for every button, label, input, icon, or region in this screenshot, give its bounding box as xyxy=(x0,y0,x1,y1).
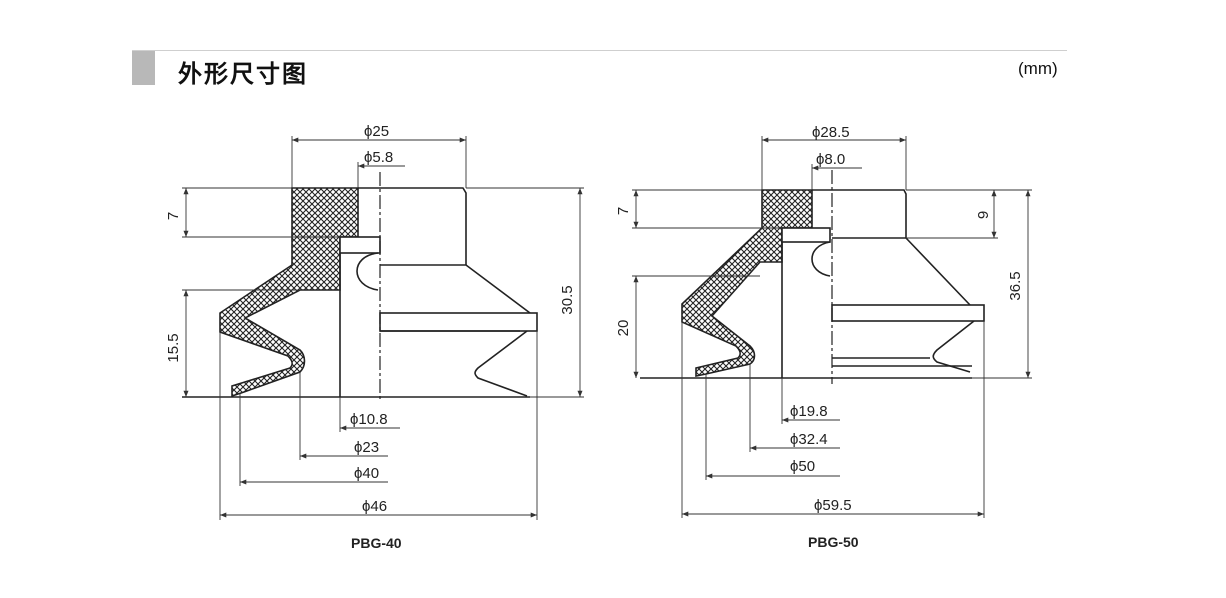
pbg50-caption: PBG-50 xyxy=(808,534,859,550)
pbg40-top-cylinder xyxy=(380,187,467,265)
pbg50-label-d19_8: ϕ19.8 xyxy=(790,403,828,420)
pbg40-upper-cone xyxy=(380,264,531,314)
pbg50-label-h20: 20 xyxy=(615,320,632,337)
pbg50-top-cylinder xyxy=(832,189,907,238)
pbg40-label-h15_5: 15.5 xyxy=(165,333,182,362)
unit-label: (mm) xyxy=(1018,59,1058,78)
pbg40-label-d40: ϕ40 xyxy=(354,465,379,482)
pbg50-label-d28_5: ϕ28.5 xyxy=(812,124,850,141)
pbg40-rubber-section xyxy=(219,187,359,398)
pbg50-label-d32_4: ϕ32.4 xyxy=(790,431,828,448)
pbg40-lower-bellow xyxy=(474,330,528,397)
pbg40-label-d46: ϕ46 xyxy=(362,498,387,515)
pbg50-label-h7: 7 xyxy=(615,207,632,215)
pbg50-drawing: ϕ28.5 ϕ8.0 7 20 9 36.5 ϕ19.8 ϕ32.4 xyxy=(615,124,1032,550)
pbg40-label-d10_8: ϕ10.8 xyxy=(350,411,388,428)
pbg50-label-d59_5: ϕ59.5 xyxy=(814,497,852,514)
pbg40-label-d23: ϕ23 xyxy=(354,439,379,456)
pbg40-caption: PBG-40 xyxy=(351,535,402,551)
pbg40-inner-curve xyxy=(356,252,379,291)
pbg40-drawing: ϕ25 ϕ5.8 7 15.5 30.5 ϕ10.8 ϕ23 ϕ40 ϕ46 P xyxy=(165,123,584,551)
pbg50-flange xyxy=(831,304,985,322)
pbg50-label-d50: ϕ50 xyxy=(790,458,815,475)
pbg40-inner-fitting xyxy=(339,236,381,254)
pbg40-label-d25: ϕ25 xyxy=(364,123,389,140)
header-rule xyxy=(132,50,1067,51)
pbg50-rubber-section xyxy=(681,189,813,377)
pbg50-inner-fitting xyxy=(781,227,831,243)
pbg40-label-d5_8: ϕ5.8 xyxy=(364,149,393,166)
title-accent-bar xyxy=(132,51,155,85)
pbg40-label-h7: 7 xyxy=(165,212,182,220)
pbg50-upper-cone xyxy=(832,237,971,306)
pbg40-flange xyxy=(379,312,538,332)
pbg50-label-h36_5: 36.5 xyxy=(1007,271,1024,300)
pbg50-inner-curve xyxy=(811,241,831,277)
pbg50-lower-bellow xyxy=(932,320,975,373)
pbg50-label-h9: 9 xyxy=(975,211,992,219)
pbg50-label-d8_0: ϕ8.0 xyxy=(816,151,845,168)
pbg40-label-h30_5: 30.5 xyxy=(559,285,576,314)
page-title: 外形尺寸图 xyxy=(178,60,308,88)
